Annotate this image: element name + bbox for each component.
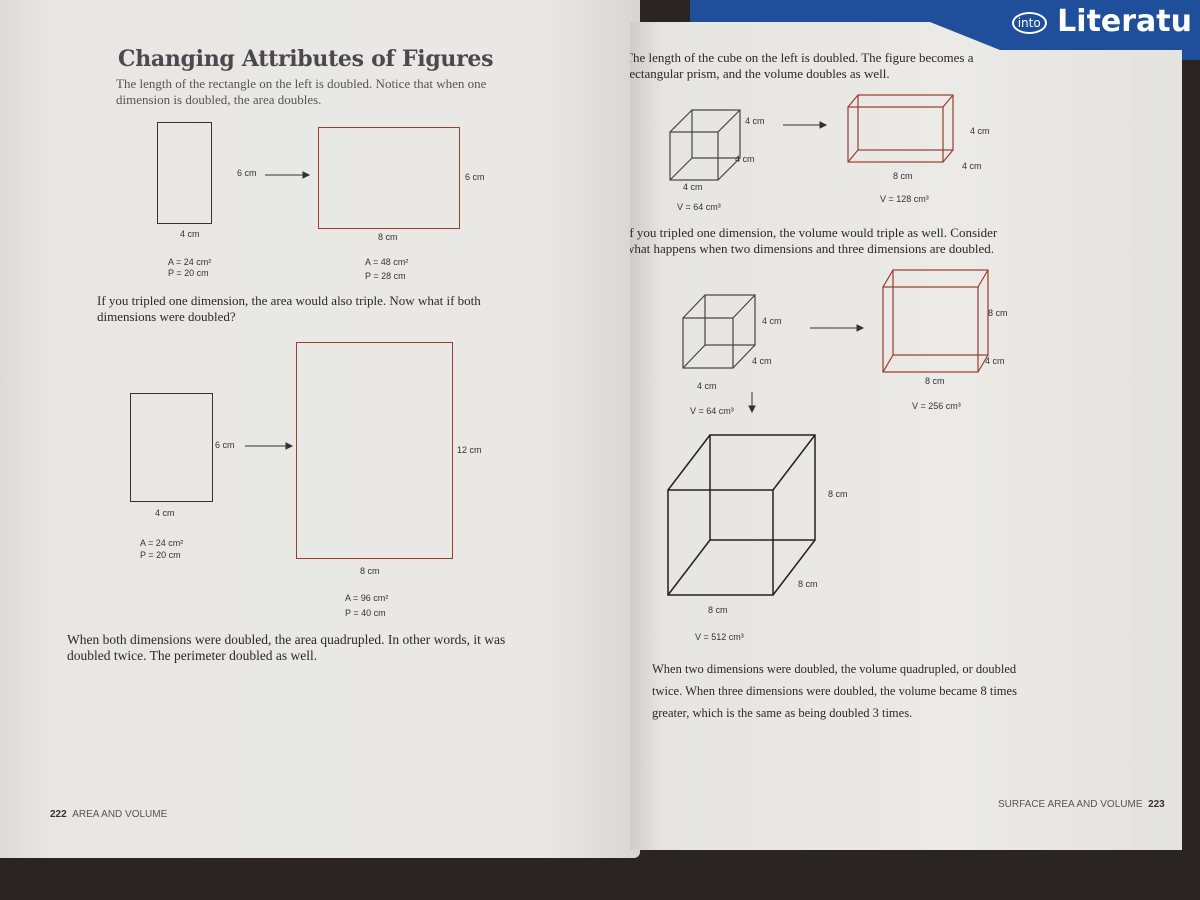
label: 8 cm (708, 605, 728, 615)
label: V = 512 cm³ (695, 632, 744, 642)
logo-badge: into (1011, 11, 1047, 34)
arrows (245, 171, 311, 450)
label: 4 cm (745, 116, 765, 126)
label: 4 cm (180, 229, 200, 239)
label: V = 256 cm³ (912, 401, 961, 411)
label: P = 20 cm (140, 550, 181, 560)
label: 8 cm (360, 566, 380, 576)
label: V = 64 cm³ (690, 406, 734, 416)
label: 4 cm (697, 381, 717, 391)
page-title: Changing Attributes of Figures (118, 46, 494, 72)
page-number: 223 (1148, 799, 1165, 810)
rectangle-small-2 (130, 393, 213, 502)
label: A = 24 cm² (140, 538, 184, 548)
literature-logo: into Literatu (1011, 4, 1192, 40)
intro-text: The length of the rectangle on the left … (116, 76, 487, 107)
label: 8 cm (988, 308, 1008, 318)
prism-figures (667, 94, 989, 596)
cube-small-2 (682, 294, 756, 369)
label: P = 40 cm (345, 608, 386, 618)
rectangle-large-2 (296, 342, 453, 559)
label: P = 28 cm (365, 271, 406, 281)
label: 6 cm (237, 168, 257, 178)
conclusion-text: When two dimensions were doubled, the vo… (652, 662, 1017, 720)
cube-large (667, 434, 816, 596)
label: 8 cm (378, 232, 398, 242)
label: A = 24 cm² (168, 257, 212, 267)
label: 4 cm (985, 356, 1005, 366)
rectangle-small-1 (157, 122, 212, 224)
mid-text: If you tripled one dimension, the volume… (625, 225, 998, 256)
prism-2 (882, 269, 989, 373)
logo-text: Literatu (1057, 4, 1192, 39)
label: 8 cm (925, 376, 945, 386)
left-page: Changing Attributes of Figures The lengt… (0, 0, 640, 858)
mid-text: If you tripled one dimension, the area w… (97, 293, 481, 324)
cube-small-1 (669, 109, 741, 181)
label: 4 cm (762, 316, 782, 326)
label: P = 20 cm (168, 268, 209, 278)
label: 8 cm (798, 579, 818, 589)
section-name: AREA AND VOLUME (72, 809, 168, 820)
page-number: 222 (50, 809, 67, 820)
label: 8 cm (893, 171, 913, 181)
label: V = 64 cm³ (677, 202, 721, 212)
label: A = 96 cm² (345, 593, 389, 603)
label: 6 cm (465, 172, 485, 182)
label: 4 cm (683, 182, 703, 192)
label: 4 cm (752, 356, 772, 366)
right-page: The length of the cube on the left is do… (630, 22, 1182, 850)
conclusion-text: When both dimensions were doubled, the a… (67, 632, 506, 663)
label: 6 cm (215, 440, 235, 450)
label: A = 48 cm² (365, 257, 409, 267)
prism-1 (847, 94, 954, 163)
intro-text: The length of the cube on the left is do… (625, 50, 974, 81)
section-name: SURFACE AREA AND VOLUME (998, 799, 1143, 810)
label: 4 cm (970, 126, 990, 136)
label: 8 cm (828, 489, 848, 499)
label: 4 cm (155, 508, 175, 518)
label: 4 cm (735, 154, 755, 164)
label: V = 128 cm³ (880, 194, 929, 204)
rectangle-large-1 (318, 127, 460, 229)
label: 4 cm (962, 161, 982, 171)
label: 12 cm (457, 445, 482, 455)
